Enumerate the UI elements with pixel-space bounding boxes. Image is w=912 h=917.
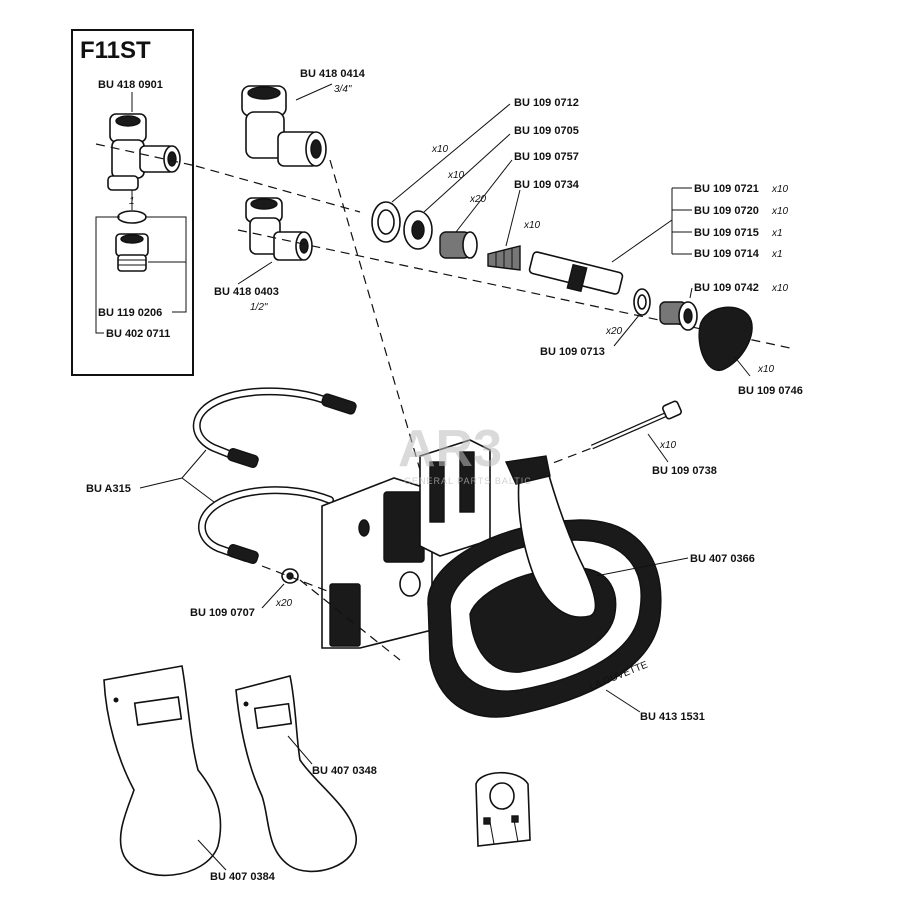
- clip-part: [475, 772, 531, 847]
- valve-body: [419, 439, 491, 557]
- qty-0712: x10: [431, 144, 449, 155]
- label-bu-407-0366: BU 407 0366: [690, 553, 755, 565]
- label-bu-109-0721: BU 109 0721: [694, 183, 759, 195]
- size-1-2: 1/2": [250, 302, 268, 313]
- qty-0738: x10: [659, 440, 677, 451]
- label-bu-109-0757: BU 109 0757: [514, 151, 579, 163]
- elbow-1-2: [245, 197, 313, 261]
- valve-stem: [528, 251, 624, 295]
- paddle-cover-0384: [103, 665, 222, 877]
- label-bu-418-0901: BU 418 0901: [98, 79, 163, 91]
- elbow-3-4: [241, 85, 327, 167]
- label-bu-109-0712: BU 109 0712: [514, 97, 579, 109]
- washer-0712: [371, 201, 401, 243]
- qty-0742: x10: [771, 283, 789, 294]
- qty-0734: x10: [523, 220, 541, 231]
- qty-0713: x20: [605, 326, 623, 337]
- u-bolt-lower: [198, 486, 334, 565]
- label-bu-109-0714: BU 109 0714: [694, 248, 760, 260]
- label-bu-402-0711: BU 402 0711: [106, 328, 170, 340]
- sleeve-0757: [439, 231, 478, 259]
- paddle-0746: [698, 306, 753, 371]
- label-bu-109-0746: BU 109 0746: [738, 385, 803, 397]
- inset-f11st: F11ST BU 418 0901 1 BU 119 02: [71, 29, 197, 376]
- qty-0721: x10: [771, 184, 789, 195]
- label-bu-413-1531: BU 413 1531: [640, 711, 705, 723]
- inset-o-ring: [117, 210, 147, 224]
- label-bu-407-0348: BU 407 0348: [312, 765, 377, 777]
- washer-0713: [633, 288, 651, 316]
- inset-plug: [115, 233, 149, 272]
- label-bu-119-0206: BU 119 0206: [98, 307, 162, 319]
- pin-0738: [590, 400, 682, 450]
- drinking-bowl: LA GUVETTE: [427, 455, 662, 718]
- fitting-0742: [659, 301, 698, 331]
- label-bu-109-0707: BU 109 0707: [190, 607, 255, 619]
- label-bu-109-0734: BU 109 0734: [514, 179, 580, 191]
- watermark: AR3 GENERAL PARTS BALTIC: [398, 420, 532, 486]
- nut-0707: [281, 568, 299, 584]
- watermark-tagline: GENERAL PARTS BALTIC: [404, 476, 532, 486]
- label-bu-109-0720: BU 109 0720: [694, 205, 759, 217]
- qty-0707: x20: [275, 598, 293, 609]
- label-bu-109-0705: BU 109 0705: [514, 125, 579, 137]
- cone-0734: [487, 245, 521, 271]
- qty-0746: x10: [757, 364, 775, 375]
- label-bu-a315: BU A315: [86, 483, 131, 495]
- label-bu-109-0742: BU 109 0742: [694, 282, 759, 294]
- inset-frame: [71, 29, 194, 376]
- label-bu-109-0715: BU 109 0715: [694, 227, 759, 239]
- nut-0705: [403, 210, 433, 250]
- label-bu-418-0414: BU 418 0414: [300, 68, 366, 80]
- u-bolt-upper: [192, 387, 357, 469]
- qty-0705: x10: [447, 170, 465, 181]
- size-3-4: 3/4": [334, 84, 352, 95]
- inset-title: F11ST: [80, 37, 151, 64]
- qty-0714: x1: [771, 249, 783, 260]
- watermark-logo: AR3: [398, 420, 502, 478]
- label-bu-109-0738: BU 109 0738: [652, 465, 717, 477]
- paddle-cover-0348: [235, 675, 357, 873]
- qty-0720: x10: [771, 206, 789, 217]
- label-bu-407-0384: BU 407 0384: [210, 871, 276, 883]
- label-bu-109-0713: BU 109 0713: [540, 346, 605, 358]
- inset-elbow-fitting: [107, 113, 181, 191]
- qty-0757: x20: [469, 194, 487, 205]
- label-bu-418-0403: BU 418 0403: [214, 286, 279, 298]
- qty-0715: x1: [771, 228, 783, 239]
